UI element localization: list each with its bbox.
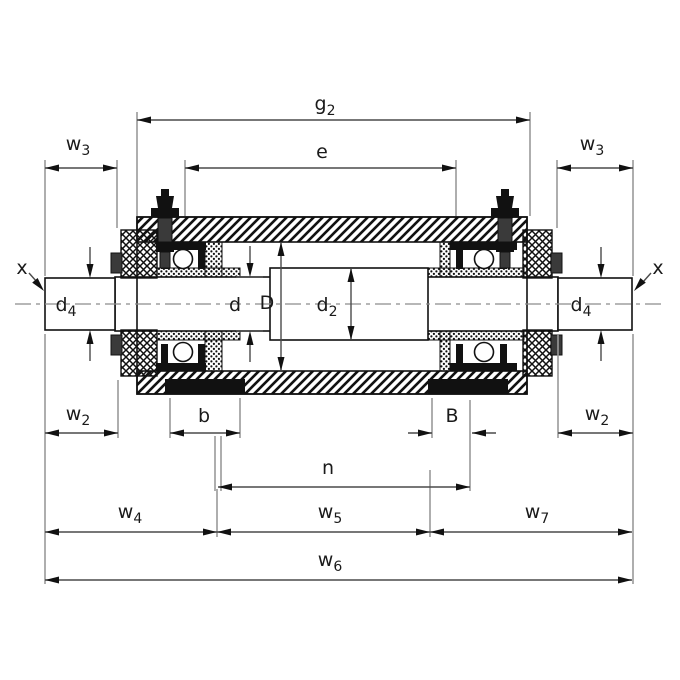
cage-bar [500,344,507,363]
dimension-d2: d2 [317,268,355,340]
ring-face-top [204,241,223,278]
cage-bar [198,344,205,363]
dimension-w2-left: w2 [45,403,118,437]
dimension-g2: g2 [137,93,530,124]
right-locking-collar [522,229,563,377]
collar-bottom [120,329,158,377]
dim-label-e: e [316,141,328,163]
ring-face-bottom [204,330,223,372]
dimension-w2-right: w2 [558,403,633,437]
dim-label-w2-left: w2 [66,403,90,429]
dimension-x-left: x [16,257,44,291]
dim-label-w7: w7 [525,501,549,527]
housing [136,216,528,395]
collar-set-screw-top [110,252,123,274]
collar-set-screw-top [550,252,563,274]
cage-bar [456,344,463,363]
ball-bottom [172,341,194,363]
dimension-w3-right: w3 [557,133,633,172]
dim-label-d4-left: d4 [56,294,77,320]
collar-set-screw-bottom [550,334,563,356]
collar-top [522,229,553,279]
collar-top [120,229,158,279]
right-bearing [427,241,525,372]
dimension-d4-left: d4 [56,247,94,361]
dim-label-d2: d2 [317,294,338,320]
dim-label-b: b [198,405,210,427]
dim-label-D: D [260,292,275,314]
dim-label-w2-right: w2 [585,403,609,429]
outer-ring-bottom [450,363,517,371]
housing-outline [136,216,528,395]
dim-label-B: B [445,405,458,427]
left-set-screw [151,189,179,269]
dim-label-d: d [229,294,241,316]
dimension-d: d [229,246,263,362]
collar-set-screw-bottom [110,334,123,356]
dimension-D: D [260,242,285,371]
dimension-d4-right: d4 [571,247,605,361]
dim-label-w5: w5 [318,501,342,527]
dimension-n: n [218,457,470,491]
dimension-x-right: x [634,257,664,291]
left-locking-collar [110,229,158,377]
right-set-screw [491,189,519,269]
ring-face-bottom [439,330,451,372]
cage-bar [456,250,463,269]
extension-lines [44,112,634,584]
cage-bar [161,344,168,363]
dim-label-g2: g2 [315,93,336,119]
inner-ring-top [156,267,241,278]
dim-label-w4: w4 [118,501,143,527]
left-bearing [156,241,241,372]
dimension-w7: w7 [430,501,632,536]
cage-bar [198,250,205,269]
ball-top [473,248,495,270]
dim-label-w3-left: w3 [66,133,90,159]
ball-bottom [473,341,495,363]
dimension-w6: w6 [45,549,632,584]
outer-ring-top [156,242,206,250]
dimension-e: e [185,141,456,172]
collar-bottom [522,329,553,377]
dimension-B: B [408,405,496,437]
dim-label-x-right: x [652,257,663,279]
dim-label-w3-right: w3 [580,133,604,159]
inner-ring-bottom [156,330,241,341]
ball-top [172,248,194,270]
ring-face-top [439,241,451,278]
dim-label-n: n [322,457,334,479]
housing-foot-left [165,379,245,394]
dim-label-d4-right: d4 [571,294,592,320]
dimension-b: b [170,405,240,437]
dim-label-x-left: x [16,257,27,279]
housing-foot-right [428,379,508,394]
outer-ring-top [450,242,517,250]
dim-label-w6: w6 [318,549,343,575]
dimension-w5: w5 [217,501,430,536]
housing-top-wall [136,216,528,243]
dimension-w4: w4 [45,501,217,536]
dimension-w3-left: w3 [45,133,117,172]
outer-ring-bottom [156,363,206,371]
